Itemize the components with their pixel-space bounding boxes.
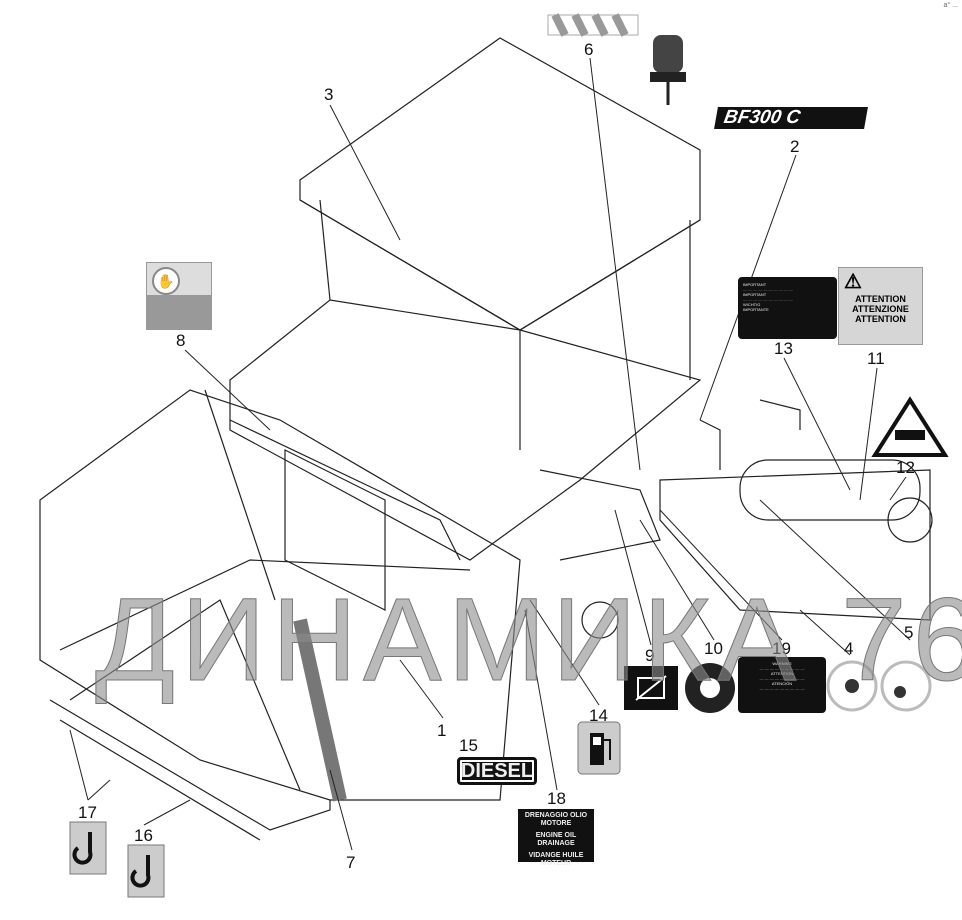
logo-text: BF300 C <box>722 107 802 128</box>
callout-10: 10 <box>704 639 723 658</box>
callout-7: 7 <box>346 853 355 872</box>
corner-mark: a° ... <box>943 2 958 9</box>
decal-text: ATENCIÓN <box>771 681 793 686</box>
battery-decal <box>624 666 678 710</box>
watermark: ДИНАМИКА 76 <box>94 574 962 706</box>
callout-16: 16 <box>134 826 153 845</box>
callout-13: 13 <box>774 339 793 358</box>
decal-text: WICHTIG <box>743 302 761 307</box>
gear-hazard-decals <box>685 660 932 713</box>
callout-15: 15 <box>459 736 478 755</box>
hazard-stripe-decal <box>547 13 639 37</box>
decal-text: ATTENZIONE <box>852 304 909 314</box>
battery-warning-decal: WARNING — — — — — — — — — ATTENTION — — … <box>738 657 826 713</box>
callout-9: 9 <box>645 646 654 665</box>
fuel-pump-decal <box>577 721 621 775</box>
hand-stop-icon: ✋ <box>152 267 180 295</box>
callout-6: 6 <box>584 40 593 59</box>
no-hands-decal: ✋ <box>146 262 212 330</box>
callout-18: 18 <box>547 789 566 808</box>
decal-text: ATTENTION <box>855 294 906 304</box>
decal-text: DRENAGGIO OLIO MOTORE <box>524 812 588 827</box>
callout-4: 4 <box>844 639 853 658</box>
callout-11: 11 <box>867 349 885 368</box>
decal-text: IMPORTANT <box>743 292 767 297</box>
decal-text: VIDANGE HUILE MOTEUR <box>528 852 584 867</box>
beacon-light-icon <box>650 35 686 105</box>
callout-19: 19 <box>772 639 791 658</box>
callout-numbers: 1 2 3 4 5 6 7 8 9 10 11 12 13 14 15 16 1… <box>78 40 915 872</box>
oil-drain-decal: DRENAGGIO OLIO MOTORE ENGINE OIL DRAINAG… <box>518 809 594 867</box>
callout-2: 2 <box>790 137 799 156</box>
decal-text: IMPORTANTE <box>743 307 769 312</box>
attention-decal: ⚠ ATTENTION ATTENZIONE ATTENTION <box>838 267 923 345</box>
decal-text: DIESEL <box>460 760 534 782</box>
callout-14: 14 <box>589 706 608 725</box>
paver-outline <box>39 37 933 841</box>
decal-text: ENGINE OIL DRAINAGE <box>535 832 577 847</box>
callout-12: 12 <box>896 458 915 477</box>
decal-text: ATTENTION <box>770 671 794 676</box>
model-logo: BF300 C <box>714 107 868 129</box>
warning-triangle-icon: ⚠ <box>844 271 862 293</box>
important-decal: IMPORTANT — — — — — — — — — — IMPORTANT … <box>738 277 837 339</box>
callout-17: 17 <box>78 803 97 822</box>
diesel-decal: DIESEL <box>457 757 537 785</box>
decal-text: IMPORTANT <box>743 282 767 287</box>
decal-text: ATTENTION <box>855 314 906 324</box>
lifting-hook-decals <box>69 821 165 898</box>
callout-8: 8 <box>176 331 185 350</box>
callout-1: 1 <box>437 721 446 740</box>
callout-3: 3 <box>324 85 333 104</box>
callout-5: 5 <box>904 623 913 642</box>
crush-warning-decal <box>871 396 949 457</box>
decal-text: WARNING <box>772 661 792 666</box>
